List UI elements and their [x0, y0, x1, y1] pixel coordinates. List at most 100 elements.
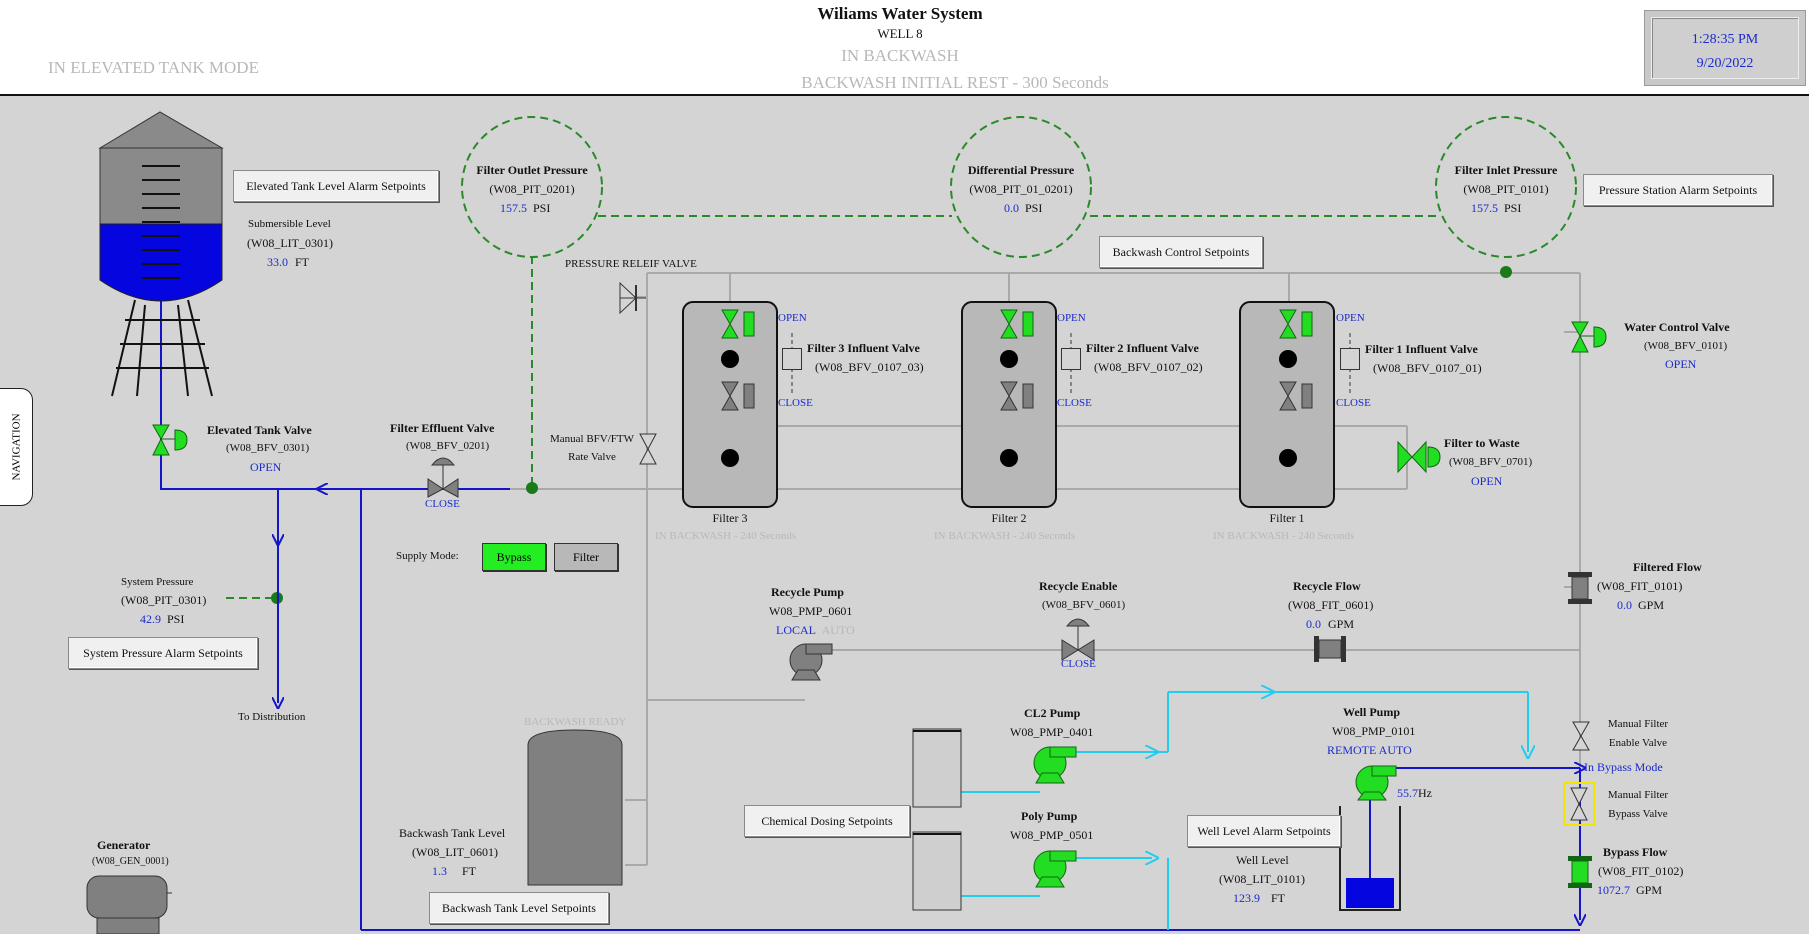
recycle-enable-tag: (W08_BFV_0601): [1042, 599, 1126, 611]
recycle-pump-mode: LOCAL: [776, 623, 816, 637]
elevated-tank-valve-state: OPEN: [250, 460, 282, 474]
generator-name: Generator: [97, 838, 151, 852]
filter-to-waste-state: OPEN: [1471, 474, 1503, 488]
filter-to-waste-valve-icon[interactable]: [1396, 440, 1444, 474]
differential-pressure-unit: PSI: [1025, 201, 1043, 215]
filter-inlet-pressure-readout: 157.5 PSI: [1471, 201, 1522, 216]
recycle-flow-unit: GPM: [1328, 617, 1355, 631]
system-pressure-unit: PSI: [167, 612, 185, 626]
filter-3-open-valve-icon[interactable]: [720, 308, 760, 340]
manual-rate-valve-icon[interactable]: [638, 432, 658, 466]
bypass-flow-value: 1072.7: [1597, 883, 1630, 897]
filter-3-close-valve-icon[interactable]: [720, 380, 760, 412]
filter-2-actuator-box[interactable]: [1061, 348, 1081, 370]
cl2-pump-tag: W08_PMP_0401: [1010, 725, 1094, 739]
manual-rate-valve-label-2: Rate Valve: [568, 451, 616, 463]
cl2-pump-name: CL2 Pump: [1024, 706, 1081, 720]
backwash-tank-level-readout: 1.3 FT: [432, 864, 476, 879]
filter-2-open-valve-icon[interactable]: [999, 308, 1039, 340]
generator-graphic: [86, 875, 172, 934]
filter-1-close-valve-icon[interactable]: [1278, 380, 1318, 412]
supply-mode-filter-button[interactable]: Filter: [554, 543, 618, 571]
manual-rate-valve-label-1: Manual BFV/FTW: [549, 433, 635, 445]
filter-1-open-label: OPEN: [1336, 312, 1365, 324]
filter-3-open-label: OPEN: [778, 312, 807, 324]
pressure-relief-valve-icon[interactable]: [618, 279, 648, 317]
to-distribution-label: To Distribution: [238, 711, 306, 723]
system-pressure-setpoints-button[interactable]: System Pressure Alarm Setpoints: [68, 637, 258, 669]
pressure-tap: [1500, 266, 1512, 278]
system-pressure-label: System Pressure: [121, 576, 194, 588]
bypass-flow-name: Bypass Flow: [1603, 845, 1668, 859]
filter-2-valve-name: Filter 2 Influent Valve: [1086, 341, 1199, 355]
pressure-station-setpoints-button[interactable]: Pressure Station Alarm Setpoints: [1583, 174, 1773, 206]
recycle-flow-readout: 0.0 GPM: [1306, 617, 1355, 632]
filtered-flow-meter-icon[interactable]: [1566, 572, 1594, 604]
backwash-tank-setpoints-button[interactable]: Backwash Tank Level Setpoints: [429, 892, 609, 924]
filter-inlet-pressure-tag: (W08_PIT_0101): [1463, 182, 1549, 196]
filter-to-waste-tag: (W08_BFV_0701): [1449, 456, 1533, 468]
system-title: Wiliams Water System: [817, 4, 983, 23]
filter-to-waste-name: Filter to Waste: [1444, 436, 1520, 450]
filter-1-actuator-box[interactable]: [1340, 348, 1360, 370]
blue-piping: [160, 292, 1580, 931]
recycle-enable-valve-icon[interactable]: [1058, 612, 1098, 662]
filter-effluent-valve-icon[interactable]: [424, 451, 462, 499]
manual-filter-bypass-valve-icon[interactable]: [1563, 782, 1595, 826]
filter-2-close-valve-icon[interactable]: [999, 380, 1039, 412]
well-pump-speed-value: 55.7: [1397, 786, 1418, 800]
filtered-flow-name: Filtered Flow: [1633, 560, 1702, 574]
well-level-setpoints-button[interactable]: Well Level Alarm Setpoints: [1187, 815, 1341, 847]
water-control-valve-tag: (W08_BFV_0101): [1644, 340, 1728, 352]
submersible-level-label: Submersible Level: [248, 218, 331, 230]
well-pump-tag: W08_PMP_0101: [1332, 724, 1416, 738]
well-level-value: 123.9: [1233, 891, 1260, 905]
elevated-tank-setpoints-button[interactable]: Elevated Tank Level Alarm Setpoints: [233, 170, 439, 202]
bypass-mode-label: In Bypass Mode: [1584, 760, 1663, 774]
filter-3-status: IN BACKWASH - 240 Seconds: [655, 530, 797, 542]
well-pump-icon[interactable]: [1350, 760, 1398, 802]
manual-filter-enable-valve-icon[interactable]: [1571, 720, 1591, 752]
navigation-tab[interactable]: NAVIGATION: [0, 388, 33, 506]
manual-filter-enable-label-2: Enable Valve: [1608, 737, 1668, 749]
recycle-pump-auto: AUTO: [821, 623, 855, 637]
recycle-pump-tag: W08_PMP_0601: [769, 604, 853, 618]
filter-3-close-label: CLOSE: [778, 397, 813, 409]
well-level-unit: FT: [1271, 891, 1286, 905]
filter-inlet-pressure-value: 157.5: [1471, 201, 1498, 215]
filter-1-open-valve-icon[interactable]: [1278, 308, 1318, 340]
recycle-flow-meter-icon[interactable]: [1314, 634, 1346, 664]
cl2-pump-icon[interactable]: [1030, 743, 1078, 785]
filter-3-actuator-box[interactable]: [782, 348, 802, 370]
filter-inlet-pressure-name: Filter Inlet Pressure: [1454, 163, 1558, 177]
tank-mode: IN ELEVATED TANK MODE: [48, 58, 259, 77]
bypass-flow-readout: 1072.7 GPM: [1597, 883, 1662, 898]
backwash-control-setpoints-button[interactable]: Backwash Control Setpoints: [1099, 236, 1263, 268]
filter-outlet-pressure-readout: 157.5 PSI: [500, 201, 550, 216]
plant-status: IN BACKWASH: [841, 46, 959, 65]
backwash-step: BACKWASH INITIAL REST - 300 Seconds: [801, 73, 1109, 92]
filter-1-valve-name: Filter 1 Influent Valve: [1365, 342, 1478, 356]
pressure-tap: [526, 482, 538, 494]
poly-pump-icon[interactable]: [1030, 847, 1078, 889]
submersible-level-unit: FT: [295, 255, 310, 269]
filter-2-close-label: CLOSE: [1057, 397, 1092, 409]
water-control-valve-icon[interactable]: [1570, 320, 1618, 354]
chemical-dosing-setpoints-button[interactable]: Chemical Dosing Setpoints: [744, 805, 910, 837]
bypass-flow-meter-icon[interactable]: [1566, 856, 1594, 888]
poly-pump-name: Poly Pump: [1021, 809, 1078, 823]
filter-inlet-pressure-unit: PSI: [1504, 201, 1522, 215]
elevated-tank-valve-icon[interactable]: [151, 423, 199, 457]
filter-1-valve-tag: (W08_BFV_0107_01): [1373, 361, 1482, 375]
header-bar: Wiliams Water System WELL 8 IN BACKWASH …: [0, 0, 1809, 96]
submersible-level-value: 33.0: [267, 255, 288, 269]
filter-outlet-pressure-name: Filter Outlet Pressure: [476, 163, 588, 177]
well-level-tag: (W08_LIT_0101): [1219, 872, 1305, 886]
elevated-tank-valve-tag: (W08_BFV_0301): [226, 442, 310, 454]
manual-filter-bypass-label-2: Bypass Valve: [1608, 808, 1668, 820]
filter-1-name: Filter 1: [1269, 511, 1305, 525]
recycle-pump-mode-readout: LOCAL AUTO: [776, 623, 855, 638]
supply-mode-bypass-button[interactable]: Bypass: [482, 543, 546, 571]
recycle-pump-icon[interactable]: [786, 640, 834, 682]
